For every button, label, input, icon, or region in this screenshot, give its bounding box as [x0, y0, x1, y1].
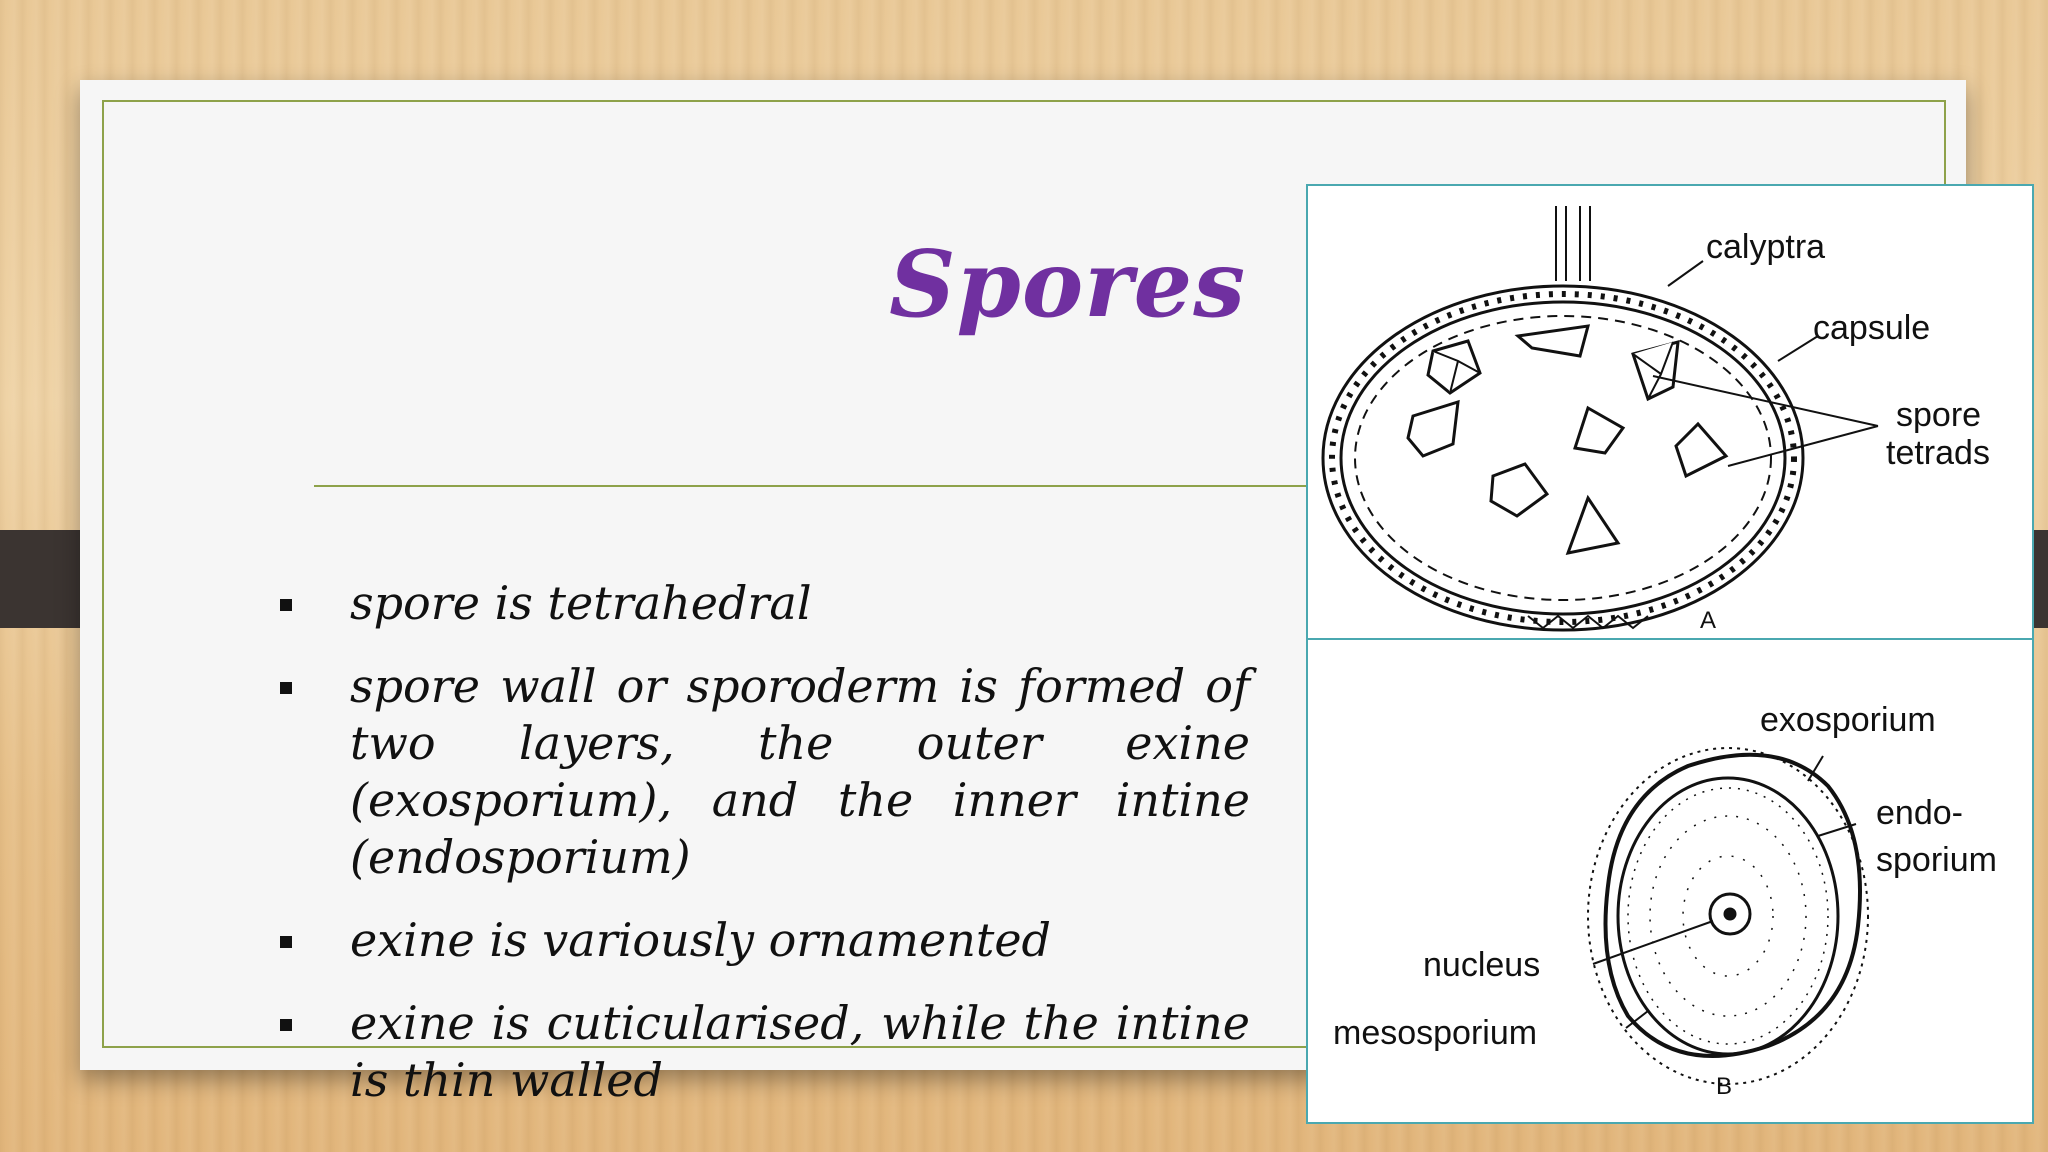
bullet-square-icon	[280, 1019, 292, 1031]
bullet-square-icon	[280, 599, 292, 611]
label-endo: endo-	[1876, 794, 1963, 832]
spore-b-pointer-lines	[1592, 755, 1857, 1029]
figure-panel: calyptra capsule spore tetrads A	[1306, 184, 2034, 1124]
spore-tetrad-shapes	[1406, 324, 1729, 555]
bullet-item: exine is variously ornamented	[270, 912, 1250, 969]
spore-diagram: calyptra capsule spore tetrads A	[1321, 206, 1997, 1100]
label-nucleus: nucleus	[1423, 946, 1540, 984]
panel-b-letter: B	[1716, 1073, 1732, 1100]
label-capsule: capsule	[1813, 309, 1930, 347]
title-rule	[314, 485, 1306, 487]
capsule-drawing	[1321, 206, 1805, 632]
bullet-text: spore wall or sporoderm is formed of two…	[350, 659, 1250, 884]
figure-divider	[1308, 638, 2032, 640]
bullet-item: exine is cuticularised, while the intine…	[270, 995, 1250, 1109]
label-exosporium: exosporium	[1760, 701, 1936, 739]
panel-a-letter: A	[1700, 607, 1716, 634]
single-spore-drawing	[1587, 747, 1869, 1085]
bullet-text: exine is cuticularised, while the intine…	[350, 996, 1250, 1107]
label-mesosporium: mesosporium	[1333, 1014, 1537, 1052]
label-spore: spore	[1896, 396, 1981, 434]
slide: Spores spore is tetrahedral spore wall o…	[80, 80, 2034, 1124]
bullet-square-icon	[280, 682, 292, 694]
spore-pointer-lines	[1652, 260, 1879, 467]
bullet-square-icon	[280, 936, 292, 948]
label-sporium: sporium	[1876, 841, 1997, 879]
bullet-item: spore is tetrahedral	[270, 575, 1250, 632]
label-tetrads: tetrads	[1886, 434, 1990, 472]
bullet-item: spore wall or sporoderm is formed of two…	[270, 658, 1250, 886]
bullet-text: exine is variously ornamented	[350, 913, 1052, 967]
bullet-text: spore is tetrahedral	[350, 576, 812, 630]
label-calyptra: calyptra	[1706, 228, 1825, 266]
slide-title: Spores	[889, 230, 1246, 338]
bullet-list: spore is tetrahedral spore wall or sporo…	[270, 575, 1250, 1135]
